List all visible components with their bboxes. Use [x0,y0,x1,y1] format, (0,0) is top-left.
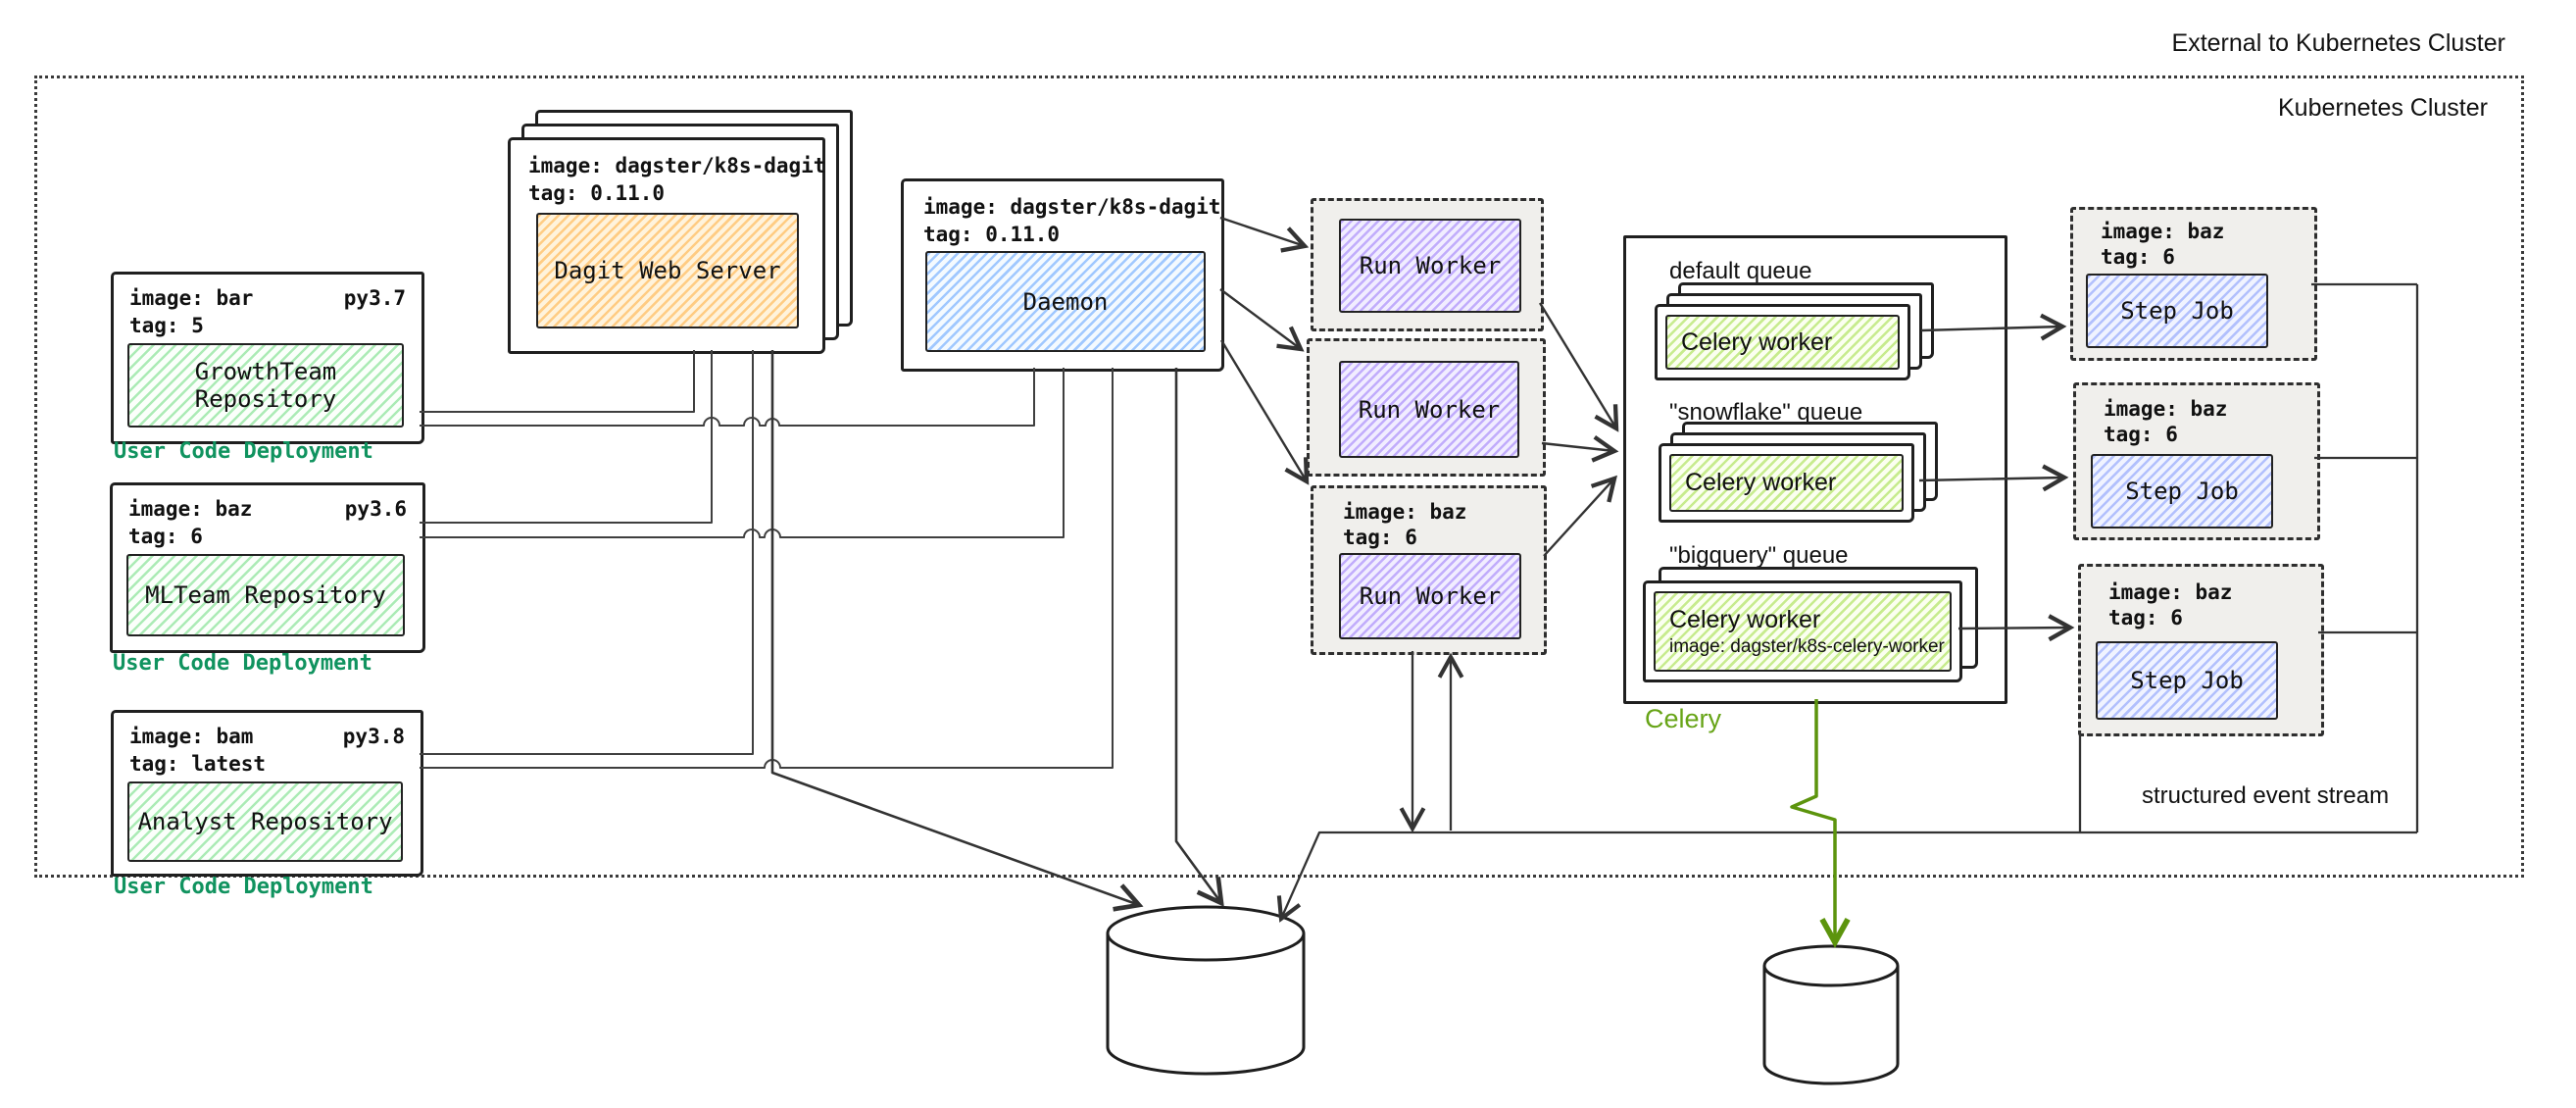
step-job-pod-3: image: baz tag: 6 Step Job [2078,564,2324,736]
run-worker-2-box: Run Worker [1339,361,1519,458]
event-stream-label: structured event stream [2142,782,2390,809]
repo3-image-row: image: bam py3.8 [129,725,405,748]
user-code-deployment-1: image: bar py3.7 tag: 5 GrowthTeam Repos… [111,272,424,444]
run-worker-3-image: image: baz [1343,500,1467,524]
repo3-image: image: bam [129,725,254,748]
user-code-deployment-3: image: bam py3.8 tag: latest Analyst Rep… [111,710,423,877]
repo1-image: image: bar [129,286,254,310]
celery-worker-3-box: Celery worker image: dagster/k8s-celery-… [1654,591,1952,672]
celery-worker-pod-2: Celery worker [1659,443,1914,523]
repo3-caption: User Code Deployment [114,875,373,899]
daemon-pod: image: dagster/k8s-dagit tag: 0.11.0 Dae… [901,178,1224,372]
repo2-image-row: image: baz py3.6 [128,497,407,521]
celery-worker-3-label: Celery worker [1669,605,1821,633]
kubernetes-cluster-label: Kubernetes Cluster [2277,94,2488,122]
external-cluster-label: External to Kubernetes Cluster [2171,29,2505,57]
daemon-tag: tag: 0.11.0 [923,223,1061,246]
step-job-3-image: image: baz [2108,580,2233,604]
run-worker-3-tag: tag: 6 [1343,526,1417,549]
step-job-1-box: Step Job [2086,274,2268,348]
run-worker-pod-3: image: baz tag: 6 Run Worker [1311,485,1547,655]
celery-worker-pod-1: Celery worker [1655,304,1910,380]
redis-label: Redis [1798,1006,1864,1035]
repo3-python: py3.8 [342,725,405,748]
celery-worker-2-box: Celery worker [1669,454,1904,512]
dagit-web-server-box: Dagit Web Server [536,213,799,328]
celery-worker-pod-3: Celery worker image: dagster/k8s-celery-… [1643,580,1962,682]
run-worker-3-box: Run Worker [1339,553,1521,639]
repo3-tag: tag: latest [129,752,267,776]
run-worker-1-box: Run Worker [1339,219,1521,313]
celery-worker-1-box: Celery worker [1665,315,1900,370]
postgres-cylinder [1106,905,1306,1076]
dagit-image: image: dagster/k8s-dagit [528,154,826,177]
step-job-3-tag: tag: 6 [2108,606,2183,630]
repo2-repository-box: MLTeam Repository [126,554,405,636]
celery-caption: Celery [1645,704,1722,733]
queue-label-bigquery: "bigquery" queue [1669,542,1849,569]
repo1-python: py3.7 [343,286,406,310]
kubernetes-cluster-boundary [34,76,2524,878]
postgres-label: PostgreSQL [1136,1006,1275,1035]
step-job-2-image: image: baz [2104,397,2228,421]
step-job-pod-2: image: baz tag: 6 Step Job [2073,382,2320,540]
step-job-pod-1: image: baz tag: 6 Step Job [2070,207,2317,361]
user-code-deployment-2: image: baz py3.6 tag: 6 MLTeam Repositor… [110,482,425,653]
daemon-image: image: dagster/k8s-dagit [923,195,1221,219]
dagit-tag: tag: 0.11.0 [528,181,666,205]
step-job-1-tag: tag: 6 [2101,245,2175,269]
run-worker-pod-2: Run Worker [1307,338,1546,477]
repo2-tag: tag: 6 [128,525,203,548]
dagit-web-server-pod: image: dagster/k8s-dagit tag: 0.11.0 Dag… [508,137,825,354]
repo1-tag: tag: 5 [129,314,204,337]
celery-worker-3-image: image: dagster/k8s-celery-worker [1669,635,1945,657]
run-worker-pod-1: Run Worker [1311,198,1544,331]
repo2-caption: User Code Deployment [113,651,372,676]
step-job-3-box: Step Job [2096,641,2278,720]
queue-label-default: default queue [1669,258,1812,284]
step-job-1-image: image: baz [2101,220,2225,243]
repo1-repository-box: GrowthTeam Repository [127,343,404,428]
queue-label-snowflake: "snowflake" queue [1669,399,1863,426]
repo1-caption: User Code Deployment [114,439,373,464]
daemon-box: Daemon [925,251,1206,352]
repo1-image-row: image: bar py3.7 [129,286,406,310]
repo2-image: image: baz [128,497,253,521]
repo3-repository-box: Analyst Repository [127,781,403,862]
step-job-2-tag: tag: 6 [2104,423,2178,446]
repo2-python: py3.6 [344,497,407,521]
step-job-2-box: Step Job [2091,454,2273,529]
